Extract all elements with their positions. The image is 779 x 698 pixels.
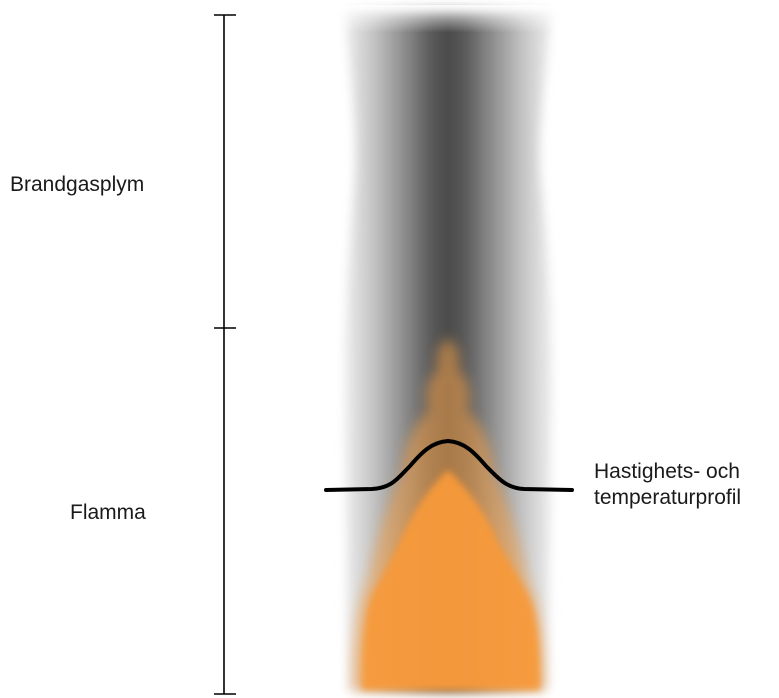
- flame-label: Flamma: [70, 501, 146, 524]
- plume-label: Brandgasplym: [10, 173, 145, 196]
- profile-label: Hastighets- och temperaturprofil: [594, 459, 741, 512]
- profile-label-line-2: temperaturprofil: [594, 486, 742, 510]
- flame: [352, 338, 545, 690]
- flame-core: [362, 470, 540, 690]
- profile-label-line-1: Hastighets- och: [594, 460, 740, 483]
- height-scale: [214, 14, 236, 695]
- profile-curve: [324, 439, 574, 492]
